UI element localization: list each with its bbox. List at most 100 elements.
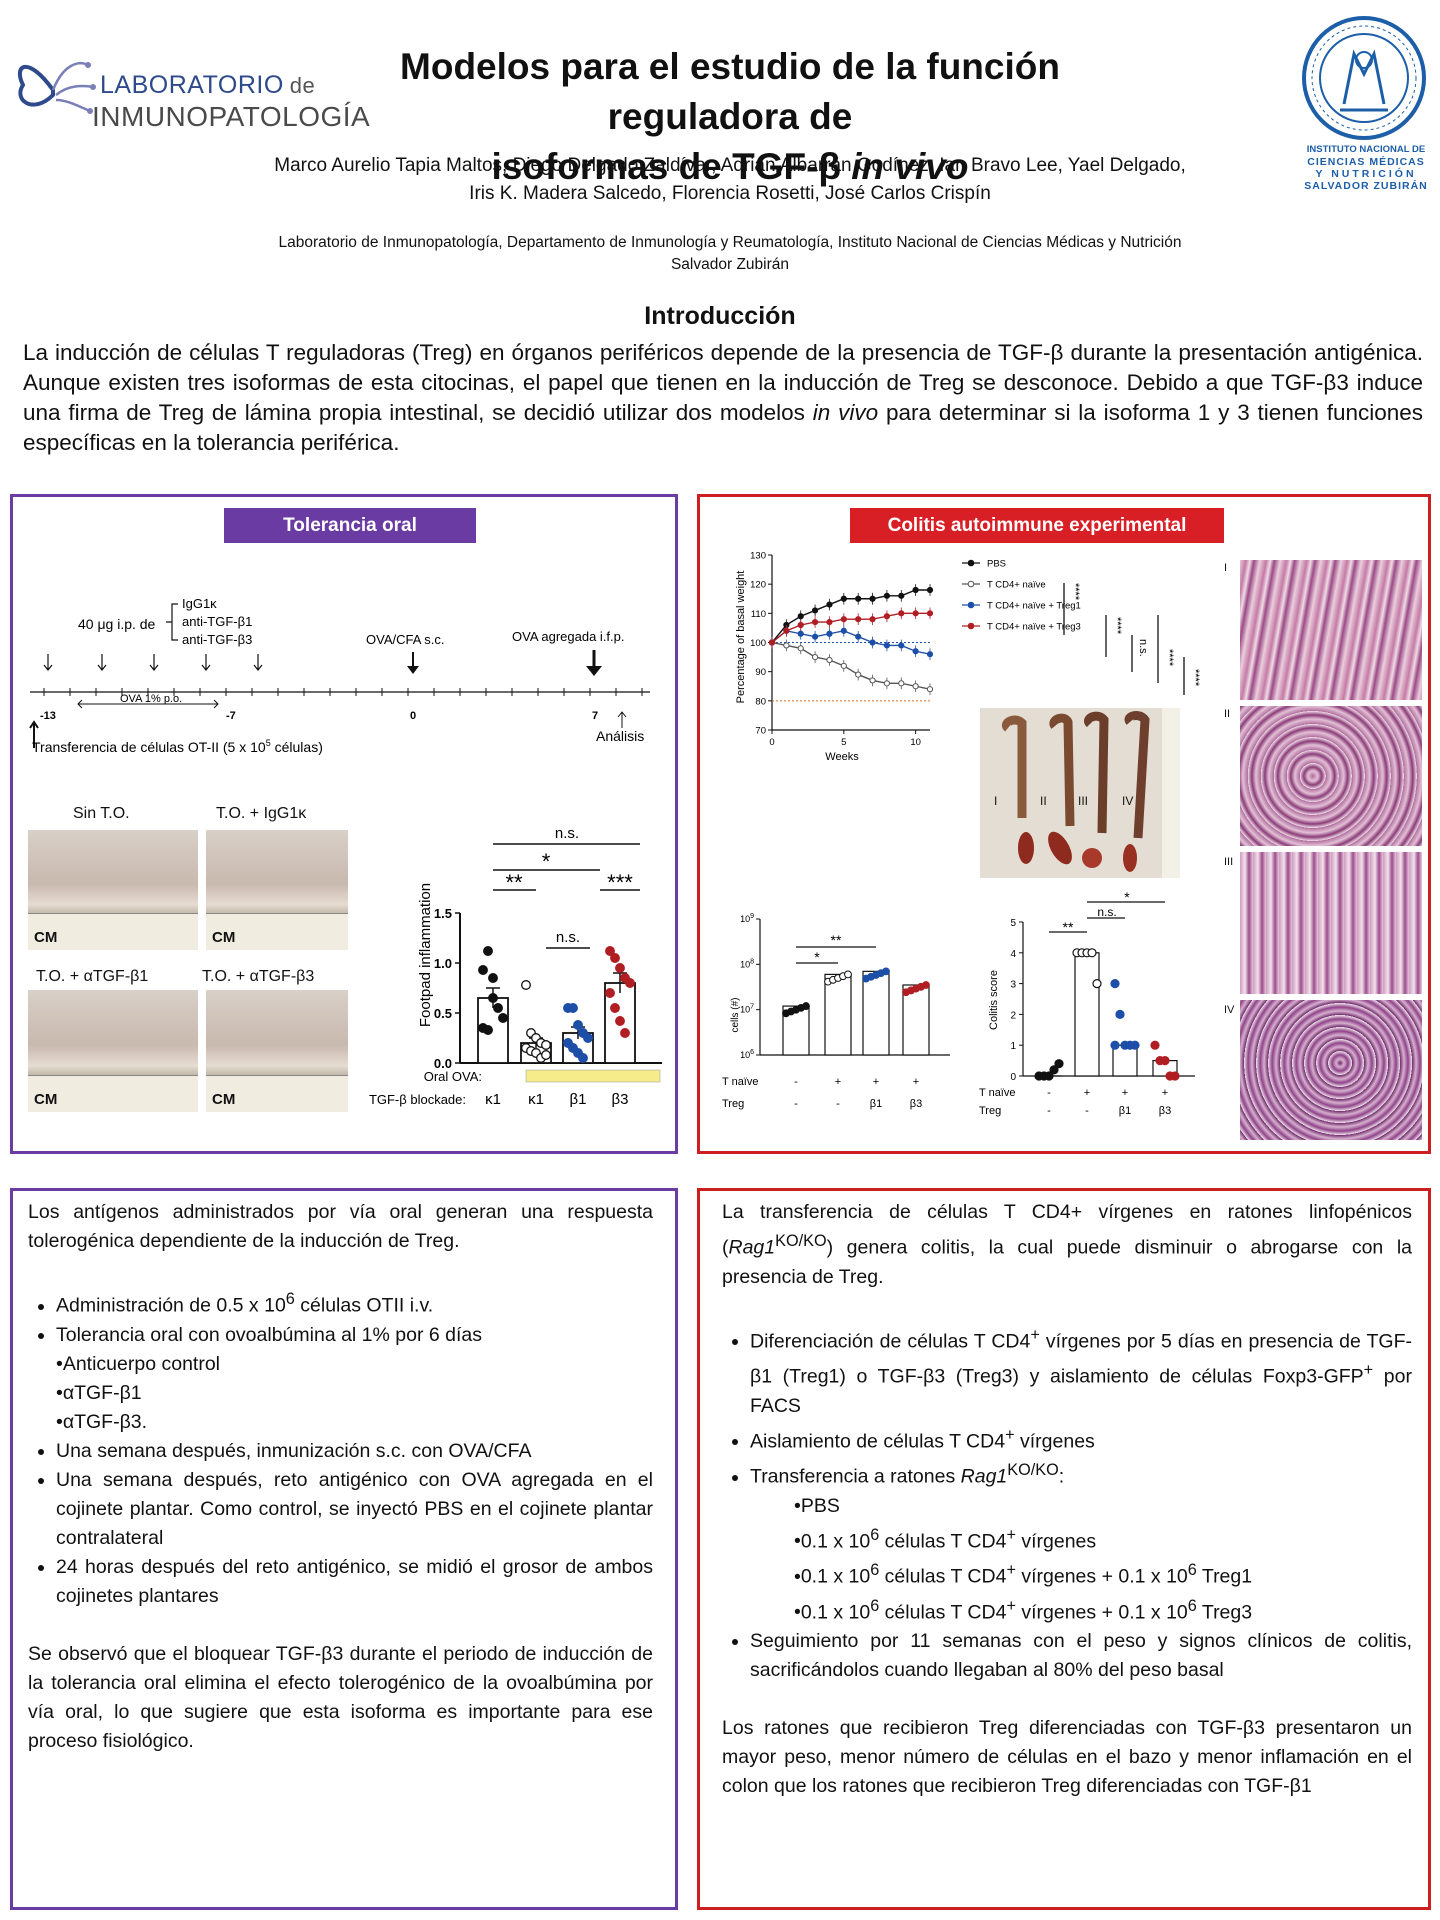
weight-x-tick-label: 0 <box>769 737 774 748</box>
weight-y-tick-label: 110 <box>751 609 766 620</box>
score-sig-brackets <box>1049 901 1165 933</box>
weight-data-point <box>869 677 876 684</box>
weight-legend-label: T CD4+ naïve + Treg1 <box>987 601 1081 612</box>
footpad-y-tick-label: 1.0 <box>434 956 452 971</box>
score-treg-value: β1 <box>1119 1105 1131 1117</box>
weight-data-point <box>869 616 876 623</box>
poster-title: Modelos para el estudio de la función re… <box>400 46 1060 187</box>
footpad-sig-brackets <box>493 843 640 949</box>
footpad-data-point <box>610 1003 620 1013</box>
weight-data-point <box>883 613 891 620</box>
weight-legend-marker <box>967 601 975 609</box>
weight-data-point <box>840 627 847 634</box>
weight-data-point <box>797 645 804 652</box>
histo-label-1: I <box>1224 562 1228 574</box>
footpad-data-point <box>478 965 488 975</box>
footpad-data-point <box>521 980 531 990</box>
score-sig-c: * <box>1124 890 1130 905</box>
footpad-data-point <box>605 988 615 998</box>
weight-data-point <box>840 616 847 623</box>
cells-tnaive-value: + <box>913 1076 919 1088</box>
weight-data-point <box>797 630 804 637</box>
score-row-tnaive: T naïve <box>979 1087 1016 1099</box>
oral-ova-label: Oral OVA: <box>424 1069 482 1084</box>
weight-y-tick-label: 100 <box>750 638 766 649</box>
score-treg-value: - <box>1047 1105 1051 1117</box>
cells-bar <box>902 984 930 1056</box>
score-y-tick-label: 3 <box>1010 980 1016 991</box>
footpad-data-point <box>483 946 493 956</box>
weight-legend-label: T CD4+ naïve <box>987 580 1046 591</box>
timeline-ab1: IgG1κ <box>182 596 217 611</box>
histology-image-1 <box>1240 560 1422 700</box>
rt-b2: Aislamiento de células T CD4+ vírgenes <box>750 1421 1412 1457</box>
lt-s2: αTGF-β1 <box>56 1379 653 1408</box>
weight-legend-marker <box>967 559 975 567</box>
authors: Marco Aurelio Tapia Maltos, Diego Delgad… <box>274 155 1186 204</box>
weight-data-point <box>926 686 934 693</box>
cells-row-tnaive: T naïve <box>722 1076 759 1088</box>
weight-legend-marker <box>967 622 975 630</box>
footpad-data-point <box>615 1016 625 1026</box>
score-data-point <box>1110 978 1120 989</box>
weight-ylabel: Percentage of basal weight <box>735 571 747 704</box>
cells-data-point <box>844 970 852 979</box>
timeline-ova-ifp: OVA agregada i.f.p. <box>512 629 625 644</box>
logo-line2: INMUNOPATOLOGÍA <box>92 101 371 132</box>
footpad-data-point <box>568 1003 578 1013</box>
weight-data-point <box>855 616 862 623</box>
cells-tnaive-value: - <box>794 1076 798 1088</box>
footpad-photo-4: CM <box>206 990 348 1112</box>
score-tnaive-value: - <box>1047 1087 1051 1099</box>
transfer-arrow <box>29 720 39 748</box>
footpad-data-point <box>498 1013 508 1023</box>
weight-data-point <box>912 610 919 617</box>
cells-treg-value: β3 <box>910 1098 922 1110</box>
score-y-tick-label: 0 <box>1010 1072 1016 1083</box>
weight-data-point <box>811 633 819 640</box>
cells-y-tick-label: 107 <box>740 1004 754 1015</box>
footpad-photo-2: CM <box>206 830 348 950</box>
footpad-data-point <box>488 993 498 1003</box>
timeline-ova-cfa: OVA/CFA s.c. <box>366 632 445 647</box>
weight-y-tick-label: 80 <box>755 696 766 707</box>
histo-label-4: IV <box>1224 1004 1235 1016</box>
tick-m13: -13 <box>40 710 56 722</box>
footpad-data-point <box>578 1053 588 1063</box>
weight-data-point <box>926 586 934 594</box>
footpad-photo-1: CM <box>28 830 198 950</box>
footpad-sig-2star: ** <box>505 870 523 895</box>
weight-sig-1: **** <box>1069 583 1081 601</box>
colon-drawing <box>1002 708 1180 878</box>
weight-data-point <box>869 595 876 602</box>
footpad-sig-ns-top: n.s. <box>555 825 579 842</box>
timeline-ab3: anti-TGF-β3 <box>182 632 252 647</box>
photo-label-2: T.O. + IgG1κ <box>216 805 307 822</box>
weight-data-point <box>883 642 891 649</box>
affiliation: Laboratorio de Inmunopatología, Departam… <box>278 234 1182 273</box>
weight-legend-marker <box>967 580 975 588</box>
footpad-category-label: κ1 <box>485 1091 501 1108</box>
footpad-data-point <box>583 1033 593 1043</box>
rt-b3: Transferencia a ratones Rag1KO/KO: <box>750 1456 1412 1492</box>
cells-sig-b: ** <box>831 932 842 948</box>
lt-p2: Se observó que el bloquear TGF-β3 durant… <box>28 1642 653 1752</box>
oral-ova-bar <box>525 1069 661 1083</box>
weight-data-point <box>898 680 905 687</box>
lt-b3: Una semana después, inmunización s.c. co… <box>56 1437 653 1466</box>
oral-tolerance-description: Los antígenos administrados por vía oral… <box>28 1198 653 1756</box>
lt-s1: Anticuerpo control <box>56 1350 653 1379</box>
weight-data-point <box>855 595 862 602</box>
photo-label-3: T.O. + αTGF-β1 <box>36 968 149 985</box>
footpad-data-point <box>483 1025 493 1035</box>
institute-name: INSTITUTO NACIONAL DE CIENCIAS MÉDICAS Y… <box>1304 144 1428 192</box>
histology-image-4 <box>1240 1000 1422 1140</box>
footpad-sig-star: * <box>542 849 551 874</box>
lt-s3: αTGF-β3. <box>56 1408 653 1437</box>
rt-s4: 0.1 x 106 células T CD4+ vírgenes + 0.1 … <box>794 1592 1412 1628</box>
rt-p2: Los ratones que recibieron Treg diferenc… <box>722 1717 1412 1797</box>
weight-data-point <box>826 656 833 664</box>
transfer-label: Transferencia de células OT-II (5 x 105 … <box>32 738 323 755</box>
